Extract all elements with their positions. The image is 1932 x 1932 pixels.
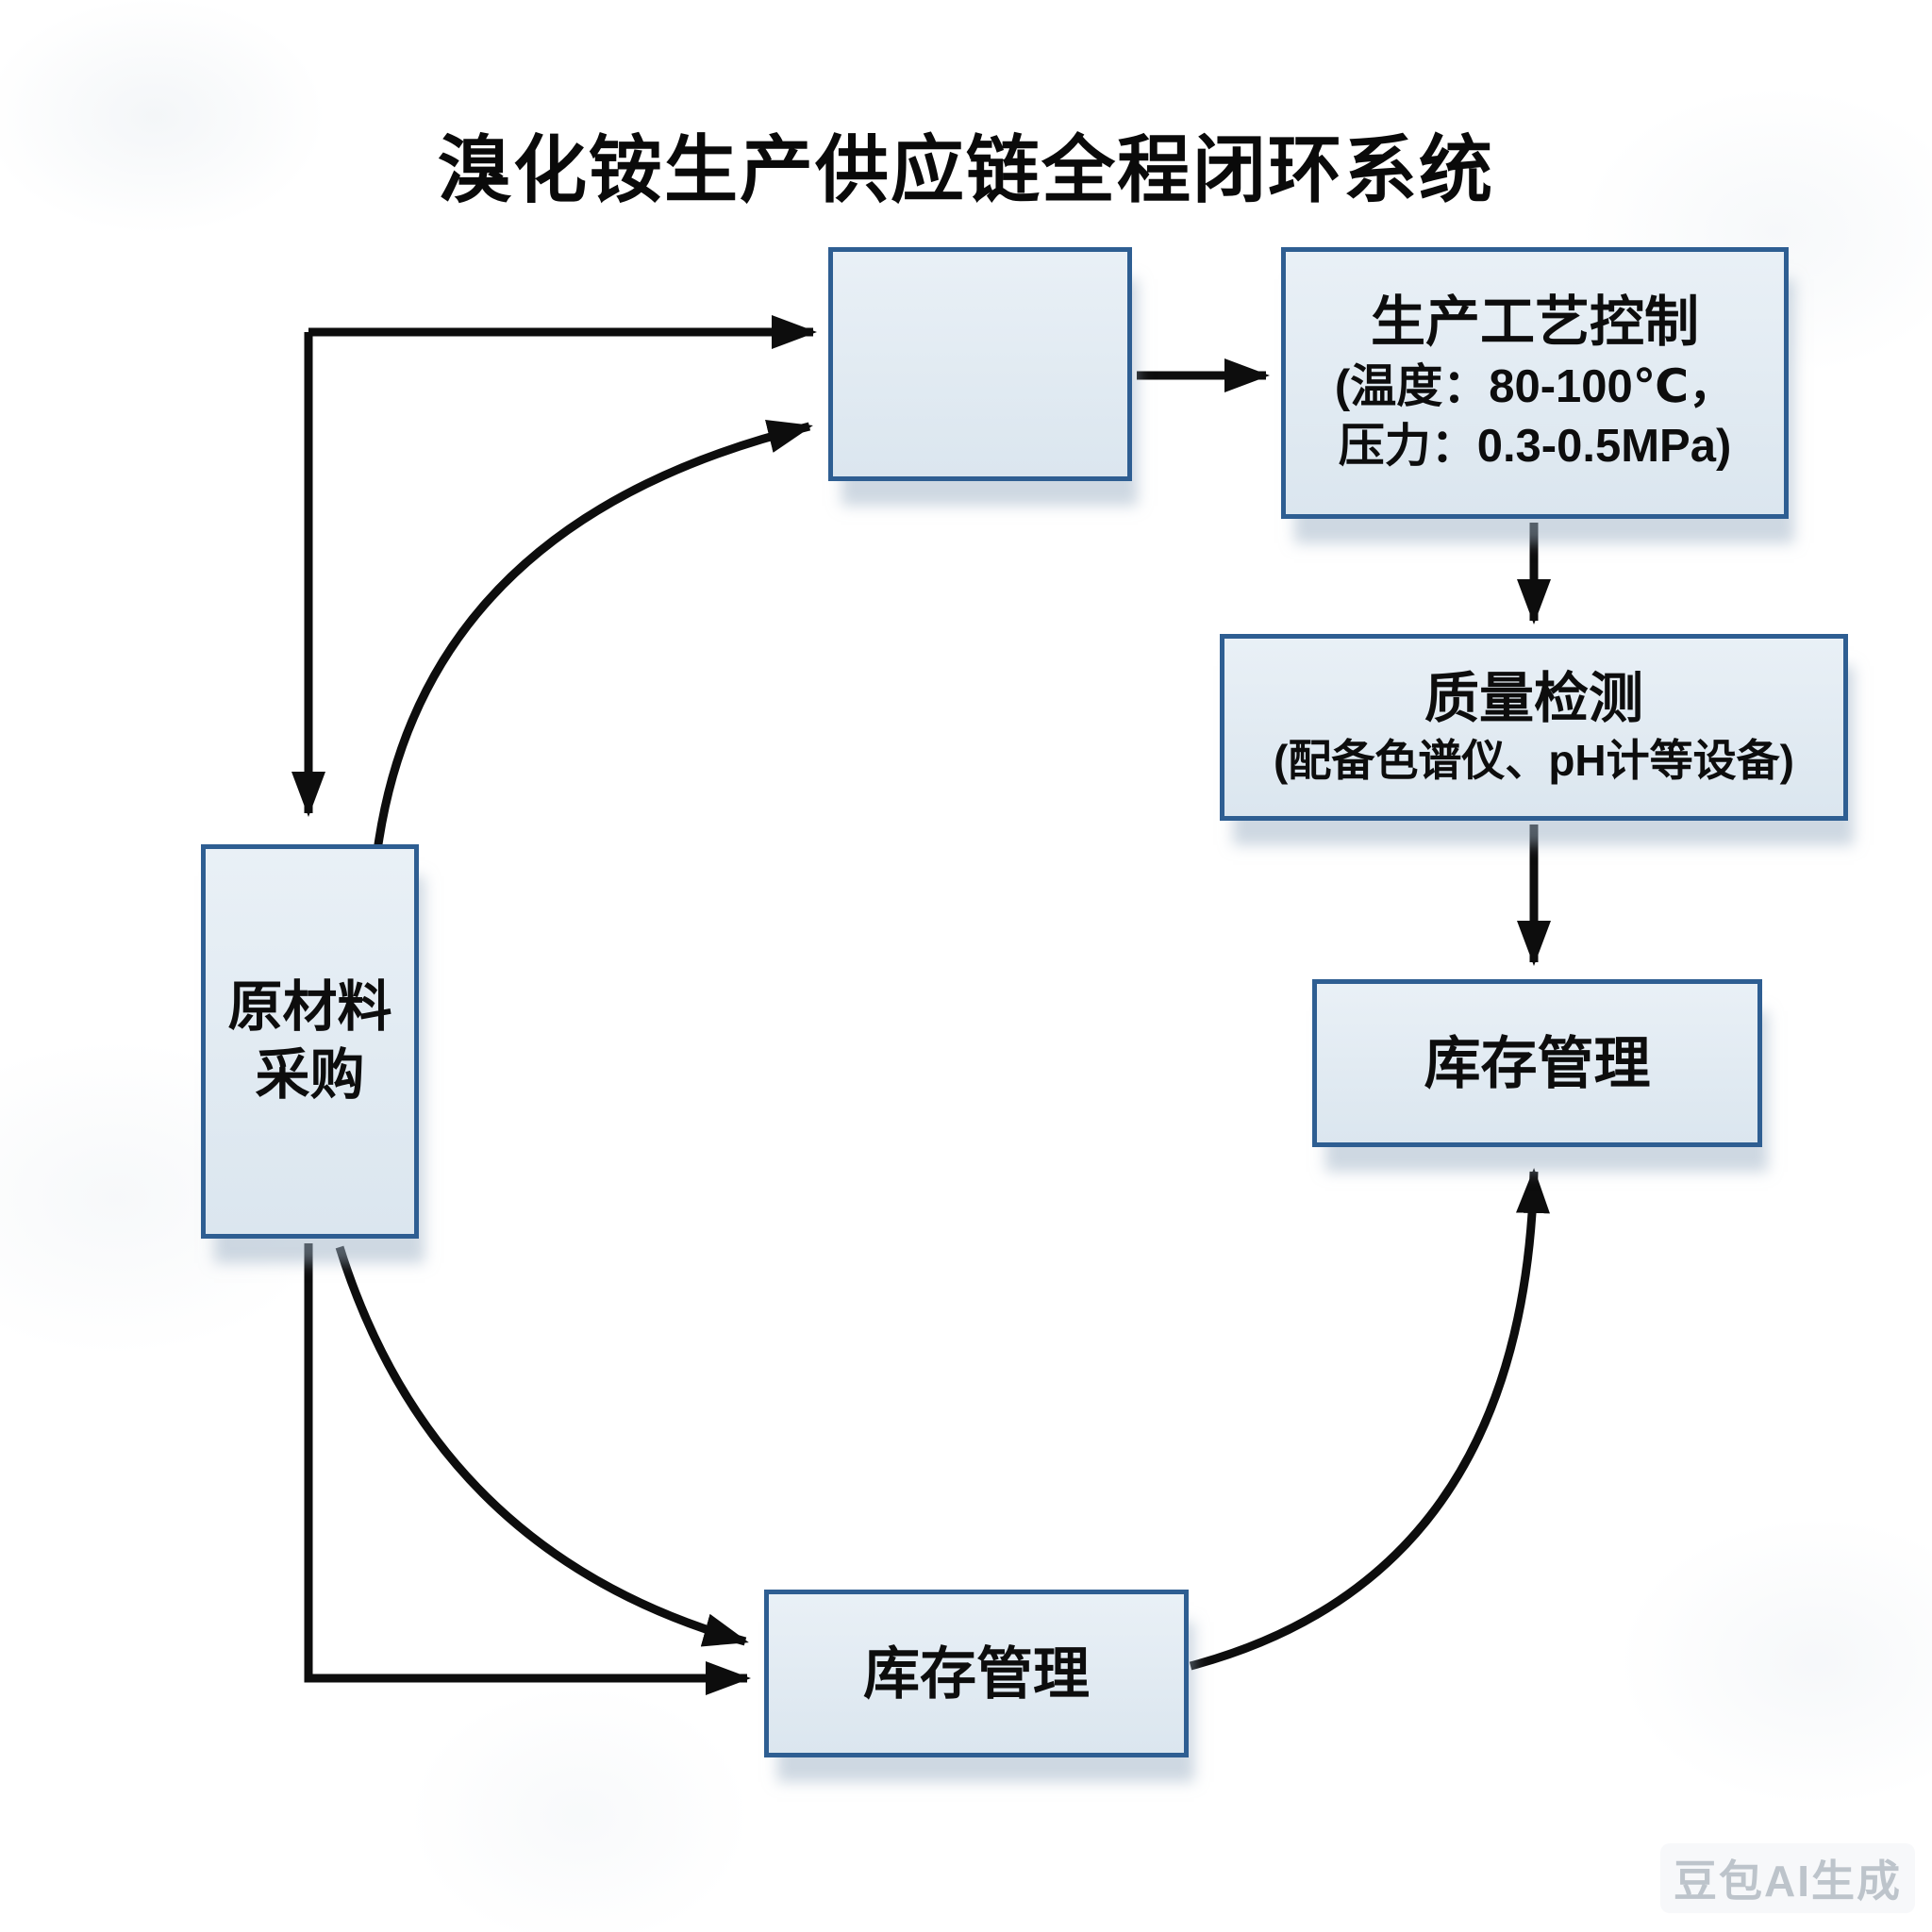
arrow-curve-raw-material-to-inventory-bottom bbox=[335, 1245, 749, 1647]
node-inventory-management-bottom: 库存管理 bbox=[764, 1590, 1189, 1757]
quality-check-title: 质量检测 bbox=[1424, 667, 1643, 729]
process-control-title: 生产工艺控制 bbox=[1370, 291, 1699, 354]
raw-material-label-line1: 原材料 bbox=[227, 975, 392, 1038]
node-raw-material-procurement: 原材料 采购 bbox=[201, 844, 419, 1239]
inventory-bottom-label: 库存管理 bbox=[863, 1641, 1090, 1706]
node-inventory-management-right: 库存管理 bbox=[1312, 979, 1762, 1147]
arrow-curve-raw-material-to-production bbox=[373, 419, 813, 852]
node-quality-check: 质量检测 (配备色谱仪、pH计等设备) bbox=[1220, 634, 1848, 821]
arrow-curve-inventory-bottom-to-inventory-right bbox=[1189, 1168, 1550, 1671]
process-control-temperature: (温度：80-100℃， bbox=[1334, 360, 1736, 412]
process-control-pressure: 压力：0.3-0.5MPa) bbox=[1338, 421, 1732, 473]
ai-generated-watermark: 豆包AI生成 bbox=[1660, 1843, 1915, 1913]
node-production-box bbox=[828, 247, 1132, 481]
inventory-right-label: 库存管理 bbox=[1424, 1031, 1651, 1095]
arrow-elbow-raw-material-to-inventory-bottom bbox=[304, 1243, 751, 1695]
quality-check-equipment: (配备色谱仪、pH计等设备) bbox=[1274, 736, 1794, 786]
diagram-title: 溴化铵生产供应链全程闭环系统 bbox=[437, 128, 1494, 211]
raw-material-label-line2: 采购 bbox=[255, 1044, 365, 1106]
node-process-control: 生产工艺控制 (温度：80-100℃， 压力：0.3-0.5MPa) bbox=[1281, 247, 1789, 519]
